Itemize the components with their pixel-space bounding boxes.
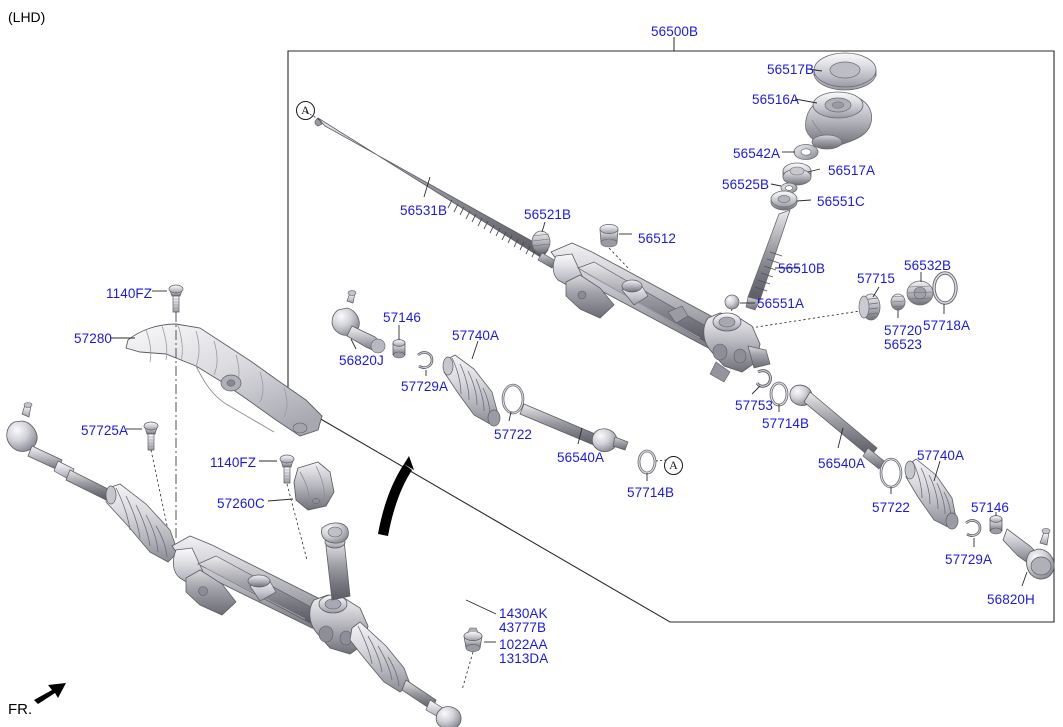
part-callout-57718A: 57718A — [923, 318, 971, 333]
part-57720-56523 — [890, 293, 906, 311]
part-56551C — [770, 190, 798, 211]
part-callout-56820H: 56820H — [987, 592, 1035, 607]
part-56521B — [531, 230, 551, 254]
part-57725A — [143, 421, 159, 451]
part-callout-57714B: 57714B — [627, 485, 675, 500]
front-direction-label: FR. — [8, 701, 33, 718]
part-callout-56551A: 56551A — [757, 296, 805, 311]
rack-assembly-complete — [6, 402, 462, 727]
ref-marker-a-1: A — [296, 101, 315, 120]
part-57729A-left — [417, 351, 434, 369]
part-57146-right — [989, 515, 1003, 535]
part-callout-56525B: 56525B — [722, 177, 770, 192]
part-callout-56521B: 56521B — [524, 207, 572, 222]
part-56517A — [782, 162, 812, 186]
assembly-direction-arrow — [378, 456, 414, 536]
part-callout-57740A: 57740A — [452, 328, 500, 343]
part-1022AA-1313DA — [463, 627, 483, 652]
part-57753 — [755, 369, 772, 388]
part-callout-56500B: 56500B — [651, 24, 699, 39]
part-56516A — [805, 91, 873, 150]
part-callout-56517B: 56517B — [767, 62, 815, 77]
part-57260C — [293, 461, 335, 511]
part-57146-left — [392, 339, 406, 359]
part-callout-1140FZ: 1140FZ — [106, 286, 153, 301]
drive-side-note: (LHD) — [8, 9, 46, 25]
part-57718A — [932, 271, 958, 305]
part-56551A — [724, 294, 740, 310]
part-56525B — [780, 182, 798, 194]
part-callout-56820J: 56820J — [339, 353, 384, 368]
part-callout-57729A: 57729A — [945, 552, 993, 567]
front-direction-arrow — [34, 683, 66, 704]
part-callout-1140FZ: 1140FZ — [210, 455, 257, 470]
part-56820J — [331, 290, 386, 354]
part-56532B — [906, 280, 934, 306]
part-callout-57722: 57722 — [494, 427, 533, 442]
part-callout-56516A: 56516A — [752, 92, 800, 107]
part-1140FZ-mid — [279, 454, 295, 484]
part-57740A-left — [442, 354, 501, 427]
part-callout-57280: 57280 — [74, 331, 113, 346]
part-56531B-rack-bar — [314, 117, 557, 269]
part-callout-1313DA: 1313DA — [499, 651, 549, 666]
part-callout-56532B: 56532B — [904, 258, 952, 273]
part-callout-57740A: 57740A — [917, 448, 965, 463]
part-callout-57146: 57146 — [383, 310, 422, 325]
group-boundary-box — [287, 50, 1055, 623]
part-callout-56512: 56512 — [638, 231, 677, 246]
part-callout-57260C: 57260C — [217, 496, 265, 511]
part-57714B-right — [769, 381, 789, 407]
part-56542A — [793, 144, 819, 160]
part-callout-1430AK: 1430AK — [499, 606, 548, 621]
part-56820H — [1002, 528, 1055, 580]
part-56512 — [599, 224, 619, 248]
part-callout-57722: 57722 — [872, 500, 911, 515]
pinion-stack-assembly — [717, 52, 958, 334]
part-56540A-left — [519, 403, 629, 452]
part-callout-56517A: 56517A — [828, 163, 876, 178]
part-57729A-right — [965, 519, 982, 537]
part-1140FZ-top — [168, 284, 184, 313]
part-callout-56531B: 56531B — [400, 203, 448, 218]
part-callout-57725A: 57725A — [81, 423, 129, 438]
part-callout-57715: 57715 — [857, 271, 896, 286]
part-callout-56540A: 56540A — [557, 450, 605, 465]
part-57740A-right — [904, 458, 959, 530]
part-callout-56551C: 56551C — [817, 194, 865, 209]
part-callout-57714B: 57714B — [762, 416, 810, 431]
part-callout-56523: 56523 — [884, 337, 923, 352]
gear-housing-upper — [550, 242, 771, 383]
part-56510B — [745, 209, 791, 311]
part-callout-57729A: 57729A — [401, 379, 449, 394]
part-callout-57753: 57753 — [735, 398, 774, 413]
part-57715 — [858, 293, 881, 321]
part-57722-left — [501, 383, 525, 415]
part-callout-43777B: 43777B — [499, 620, 547, 635]
part-56517B — [813, 52, 877, 91]
part-callout-57146: 57146 — [971, 500, 1010, 515]
part-callout-56540A: 56540A — [818, 456, 866, 471]
part-callout-56542A: 56542A — [733, 146, 781, 161]
part-callout-57720: 57720 — [884, 323, 923, 338]
part-57714B-left — [637, 449, 657, 475]
part-56540A-right — [789, 384, 885, 470]
part-callout-56510B: 56510B — [778, 261, 826, 276]
part-57722-right — [879, 457, 903, 489]
part-57280-heat-protector — [125, 323, 323, 437]
ref-marker-a-2: A — [664, 456, 683, 475]
part-callout-1022AA: 1022AA — [499, 637, 548, 652]
